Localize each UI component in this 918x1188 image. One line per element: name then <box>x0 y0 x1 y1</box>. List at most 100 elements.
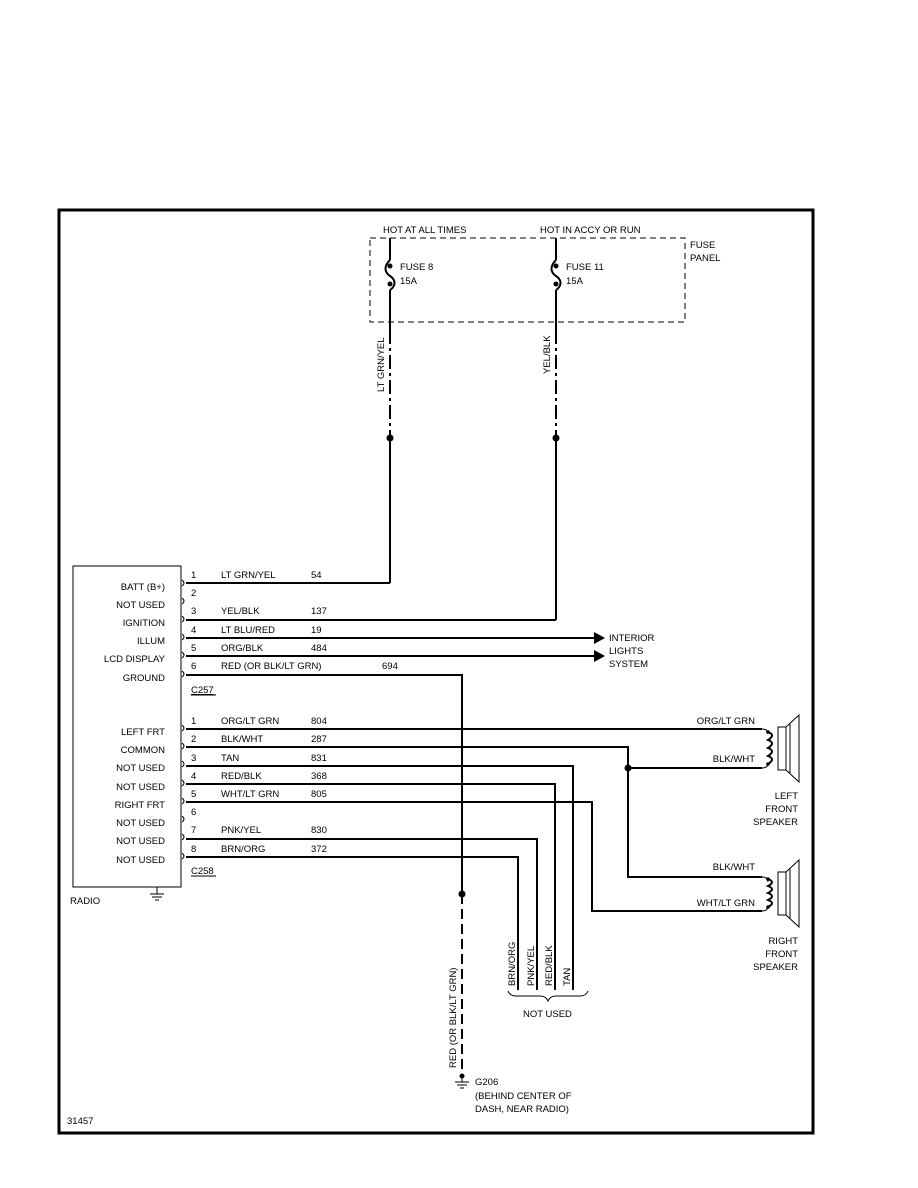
right-speaker-line1: RIGHT <box>768 936 798 947</box>
c258-pin-2-num: 2 <box>191 734 196 745</box>
c258-pin-5-circuit: 805 <box>311 789 327 800</box>
hot-in-accy-label: HOT IN ACCY OR RUN <box>540 225 641 236</box>
c257-pin-4-num: 4 <box>191 625 196 636</box>
radio-terminal-left-frt: LEFT FRT <box>121 727 165 738</box>
wire-c258-4 <box>186 783 556 990</box>
right-speaker-wire-bottom: WHT/LT GRN <box>697 898 755 909</box>
interior-lights-1: INTERIOR <box>609 633 655 644</box>
wire-c258-7 <box>186 838 538 990</box>
c257-pin-6-num: 6 <box>191 661 196 672</box>
c258-pin-7-num: 7 <box>191 825 196 836</box>
right-speaker-line2: FRONT <box>765 949 798 960</box>
c257-pin-6-circuit: 694 <box>382 661 398 672</box>
c258-pin-6-num: 6 <box>191 807 196 818</box>
c257-connector-name: C257 <box>191 685 214 696</box>
c258-pin-4-color: RED/BLK <box>221 771 262 782</box>
radio-terminal-not-used-2: NOT USED <box>116 763 165 774</box>
right-speaker-line3: SPEAKER <box>753 962 798 973</box>
c258-pin-7-circuit: 830 <box>311 825 327 836</box>
c258-pin-1-circuit: 804 <box>311 716 327 727</box>
c258-pin-8-circuit: 372 <box>311 844 327 855</box>
c258-pin-1-color: ORG/LT GRN <box>221 716 279 727</box>
left-speaker-line2: FRONT <box>765 804 798 815</box>
c258-pin-2-circuit: 287 <box>311 734 327 745</box>
left-speaker-wire-bottom: BLK/WHT <box>713 754 755 765</box>
g206-location-2: DASH, NEAR RADIO) <box>475 1104 569 1115</box>
c257-pin-5-color: ORG/BLK <box>221 643 264 654</box>
radio-terminal-not-used-1: NOT USED <box>116 600 165 611</box>
c258-pin-4-circuit: 368 <box>311 771 327 782</box>
radio-label: RADIO <box>70 896 100 907</box>
g206-ground-symbol <box>455 1073 469 1089</box>
c257-pin-5-num: 5 <box>191 643 196 654</box>
c258-pin-2-color: BLK/WHT <box>221 734 263 745</box>
left-speaker-line1: LEFT <box>775 791 798 802</box>
left-speaker-line3: SPEAKER <box>753 817 798 828</box>
right-speaker-wire-top: BLK/WHT <box>713 862 755 873</box>
fuse-11-rating: 15A <box>566 276 584 287</box>
c258-pin-7-color: PNK/YEL <box>221 825 261 836</box>
wire-c257-6 <box>186 674 463 894</box>
bundle-wire-tan: TAN <box>562 968 573 986</box>
wire-yel-blk-label: YEL/BLK <box>542 335 553 374</box>
c257-pin-1-circuit: 54 <box>311 570 322 581</box>
radio-terminal-illum: ILLUM <box>137 636 165 647</box>
c258-pin-3-num: 3 <box>191 753 196 764</box>
c258-pin-3-circuit: 831 <box>311 753 327 764</box>
wire-c258-2 <box>186 746 762 878</box>
wire-lt-grn-yel-label: LT GRN/YEL <box>376 337 387 392</box>
c258-pin-8-color: BRN/ORG <box>221 844 265 855</box>
left-speaker-wire-top: ORG/LT GRN <box>697 716 755 727</box>
right-speaker-symbol <box>761 858 800 929</box>
c257-pin-4-circuit: 19 <box>311 625 322 636</box>
g206-location-1: (BEHIND CENTER OF <box>475 1091 572 1102</box>
fuse-panel-label-1: FUSE <box>690 240 715 251</box>
fuse-8-name: FUSE 8 <box>400 262 433 273</box>
c257-pin-3-circuit: 137 <box>311 606 327 617</box>
fuse-panel-label-2: PANEL <box>690 253 720 264</box>
radio-terminal-ground: GROUND <box>123 673 165 684</box>
hot-at-all-times-label: HOT AT ALL TIMES <box>383 225 466 236</box>
arrow-c257-5 <box>594 650 605 662</box>
c257-pin-6-color: RED (OR BLK/LT GRN) <box>221 661 321 672</box>
c257-pin-5-circuit: 484 <box>311 643 327 654</box>
bundle-wire-brn-org: BRN/ORG <box>507 942 518 986</box>
c258-pin-5-num: 5 <box>191 789 196 800</box>
c258-connector-name: C258 <box>191 866 214 877</box>
not-used-label: NOT USED <box>523 1009 572 1020</box>
not-used-brace <box>507 990 589 1003</box>
bundle-wire-pnk-yel: PNK/YEL <box>526 946 537 986</box>
bundle-wire-red-blk: RED/BLK <box>544 945 555 986</box>
radio-terminal-not-used-5: NOT USED <box>116 836 165 847</box>
c258-pin-1-num: 1 <box>191 716 196 727</box>
c257-pin-3-color: YEL/BLK <box>221 606 260 617</box>
c258-pin-5-color: WHT/LT GRN <box>221 789 279 800</box>
arrow-c257-4 <box>594 632 605 644</box>
c257-pin-1-num: 1 <box>191 570 196 581</box>
radio-box <box>72 565 182 888</box>
radio-terminal-lcd-display: LCD DISPLAY <box>104 654 166 665</box>
radio-terminal-not-used-3: NOT USED <box>116 782 165 793</box>
fuse-8-rating: 15A <box>400 276 418 287</box>
radio-ground-symbol <box>150 887 164 901</box>
c257-pin-3-num: 3 <box>191 606 196 617</box>
c257-pin-1-color: LT GRN/YEL <box>221 570 276 581</box>
c258-pin-4-num: 4 <box>191 771 196 782</box>
radio-terminal-ignition: IGNITION <box>123 618 165 629</box>
radio-terminal-batt: BATT (B+) <box>121 582 165 593</box>
figure-id: 31457 <box>67 1116 93 1127</box>
fuse-11-name: FUSE 11 <box>566 262 604 273</box>
radio-terminal-not-used-6: NOT USED <box>116 855 165 866</box>
left-speaker-symbol <box>761 713 800 784</box>
interior-lights-2: LIGHTS <box>609 646 643 657</box>
c258-pin-8-num: 8 <box>191 844 196 855</box>
wire-c258-5 <box>186 801 762 912</box>
fuse-11-symbol <box>550 259 562 291</box>
fuse-8-symbol <box>384 259 396 291</box>
diagram-frame <box>57 208 815 1135</box>
radio-terminal-not-used-4: NOT USED <box>116 818 165 829</box>
interior-lights-3: SYSTEM <box>609 659 648 670</box>
radio-terminal-common: COMMON <box>121 745 165 756</box>
wire-c258-8 <box>186 856 519 990</box>
